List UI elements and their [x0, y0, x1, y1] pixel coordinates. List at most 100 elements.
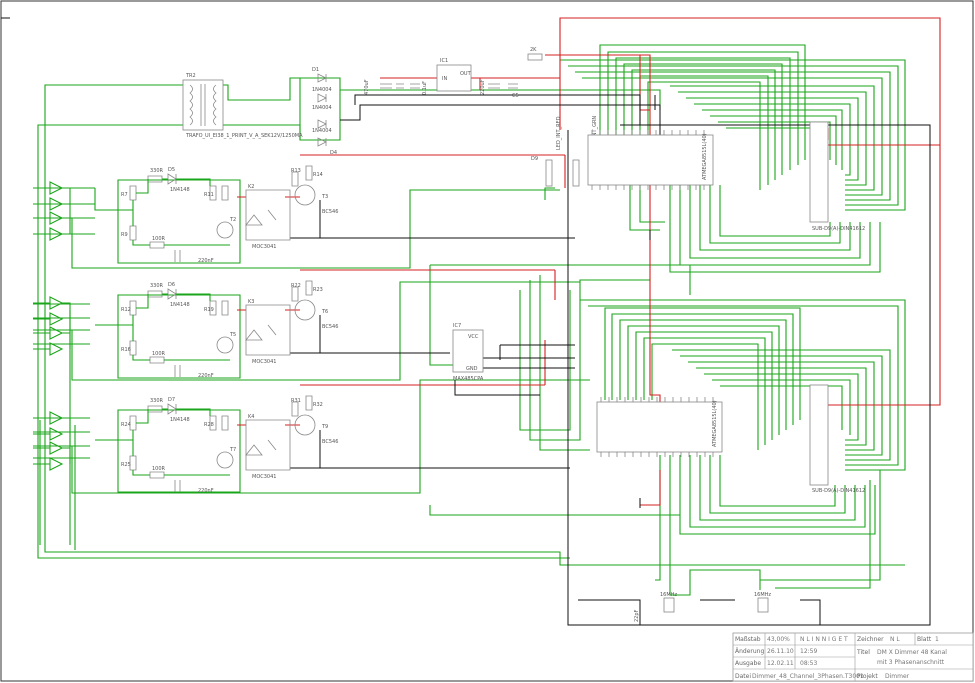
blatt-value: 1: [935, 636, 939, 643]
channel-t-label: T9: [321, 424, 328, 430]
title-block: Maßstab 43,00% N L I N N I G E T Änderun…: [732, 632, 974, 682]
aenderung-date: 26.11.10: [767, 648, 794, 655]
crystals: 16MHz 16MHz 22pF: [634, 592, 771, 622]
channel-rp-label: R19: [204, 307, 214, 313]
channel-d-label: D5: [168, 167, 175, 173]
channel-d-type-label: 1N4148: [170, 302, 190, 308]
sub-d-connector-1: SUB-D9(A)-DIN41612: [809, 121, 865, 232]
channel-rb-label: R25: [121, 462, 131, 468]
channel-cap-label: 220nF: [198, 373, 214, 379]
mcu-1: ATMEGA8515L(40): [587, 130, 714, 190]
red-wires: [237, 17, 941, 506]
channel-opto-label: MOC3041: [252, 244, 276, 250]
channel-rs-label: R12: [121, 307, 131, 313]
channel-opto-label: MOC3041: [252, 359, 276, 365]
mcu-2-name: ATMEGA8515L(40): [712, 400, 718, 447]
channel-tbc-label: BC546: [322, 324, 338, 330]
ic7-name: MAX485CPA: [453, 376, 484, 382]
massstab-label: Maßstab: [735, 636, 761, 643]
xtal-cap-label: 22pF: [634, 609, 640, 622]
rectifier-diodes: D1 1N4004 1N4004 1N4004 D4: [312, 67, 337, 156]
d2-type: 1N4004: [312, 87, 332, 93]
power-supply: IC1 IN OUT 470uF 0.1uF 220uF C5 2K: [364, 47, 543, 99]
aenderung-time: 12:59: [800, 648, 817, 655]
ic7-label: IC7: [453, 323, 461, 329]
channel-cap-label: 220nF: [198, 488, 214, 494]
channel-r1-label: 330R: [150, 398, 164, 404]
channel-rs-label: R7: [121, 192, 128, 198]
channel-rp-label: R28: [204, 422, 214, 428]
datei-value: Dimmer_48_Channel_3Phasen.T3001: [752, 673, 864, 680]
channel-rc-label: 100R: [152, 236, 166, 242]
nl-text: N L I N N I G E T: [800, 636, 848, 643]
green-wires: [33, 44, 906, 596]
led-green-label: LED_INT_GRN: [592, 116, 598, 150]
titel-line-1: DM X Dimmer 48 Kanal: [877, 649, 947, 656]
channel-k-label: K4: [248, 414, 254, 420]
cap-470-label: 470uF: [364, 79, 370, 95]
channel-d-type-label: 1N4148: [170, 187, 190, 193]
d4-type: 1N4004: [312, 128, 332, 134]
xtal-1-label: 16MHz: [660, 592, 677, 598]
channel-rt1-label: R31: [291, 398, 301, 404]
ic7-gnd: GND: [466, 366, 478, 372]
channel-rb-label: R16: [121, 347, 131, 353]
channel-tbc-label: BC546: [322, 209, 338, 215]
channel-t2-label: T2: [229, 217, 236, 223]
d1-label: D1: [312, 67, 319, 73]
channel-d-type-label: 1N4148: [170, 417, 190, 423]
titel-line-2: mit 3 Phasenanschnitt: [877, 659, 945, 666]
channel-rc-label: 100R: [152, 466, 166, 472]
r-top-label: 2K: [530, 47, 537, 53]
led-red-label: LED_INT_RED: [556, 116, 562, 150]
status-leds: D9 LED_INT_RED LED_INT_GRN: [531, 116, 598, 187]
blatt-label: Blatt: [917, 636, 932, 643]
massstab-value: 43,00%: [767, 636, 790, 643]
channel-k-label: K3: [248, 299, 254, 305]
aenderung-label: Änderung: [735, 648, 764, 655]
xtal-2-label: 16MHz: [754, 592, 771, 598]
channel-rt1-label: R22: [291, 283, 301, 289]
channel-rt1-label: R13: [291, 168, 301, 174]
ic1-in: IN: [442, 76, 447, 82]
sub-d-2-label: SUB-D9(A)-DIN41612: [812, 488, 865, 494]
channel-rt2-label: R23: [313, 287, 323, 293]
ic7-vcc: VCC: [468, 334, 479, 340]
tr2-description: TRAFO_UI_EI38_1_PRINT_V_A_SEK12V/1250MA: [185, 133, 303, 139]
channel-k-label: K2: [248, 184, 254, 190]
tr2-label: TR2: [185, 73, 196, 79]
channel-opto-label: MOC3041: [252, 474, 276, 480]
projekt-label: Projekt: [857, 673, 878, 680]
channel-d-label: D6: [168, 282, 175, 288]
c5-label: C5: [512, 93, 519, 99]
channel-rp-label: R11: [204, 192, 214, 198]
cap-100n-label: 0.1uF: [422, 81, 428, 95]
channel-r1-label: 330R: [150, 168, 164, 174]
zeichner-value: N L: [890, 636, 900, 643]
sub-d-connector-2: SUB-D9(A)-DIN41612: [809, 384, 865, 494]
channel-t2-label: T7: [229, 447, 236, 453]
zeichner-label: Zeichner: [857, 636, 884, 643]
titel-label: Titel: [856, 649, 870, 656]
ausgabe-label: Ausgabe: [735, 660, 761, 667]
channel-rc-label: 100R: [152, 351, 166, 357]
d9-label: D9: [531, 156, 538, 162]
ic1-out: OUT: [460, 71, 472, 77]
channel-rs-label: R24: [121, 422, 131, 428]
channel-t2-label: T5: [229, 332, 236, 338]
d4-label: D4: [330, 150, 337, 156]
channel-t-label: T3: [321, 194, 328, 200]
ausgabe-time: 08:53: [800, 660, 817, 667]
channel-rt2-label: R32: [313, 402, 323, 408]
channel-tbc-label: BC546: [322, 439, 338, 445]
channel-d-label: D7: [168, 397, 175, 403]
transformer-tr2: TR2 TRAFO_UI_EI38_1_PRINT_V_A_SEK12V/125…: [182, 73, 303, 139]
d3-type: 1N4004: [312, 105, 332, 111]
ausgabe-date: 12.02.11: [767, 660, 794, 667]
